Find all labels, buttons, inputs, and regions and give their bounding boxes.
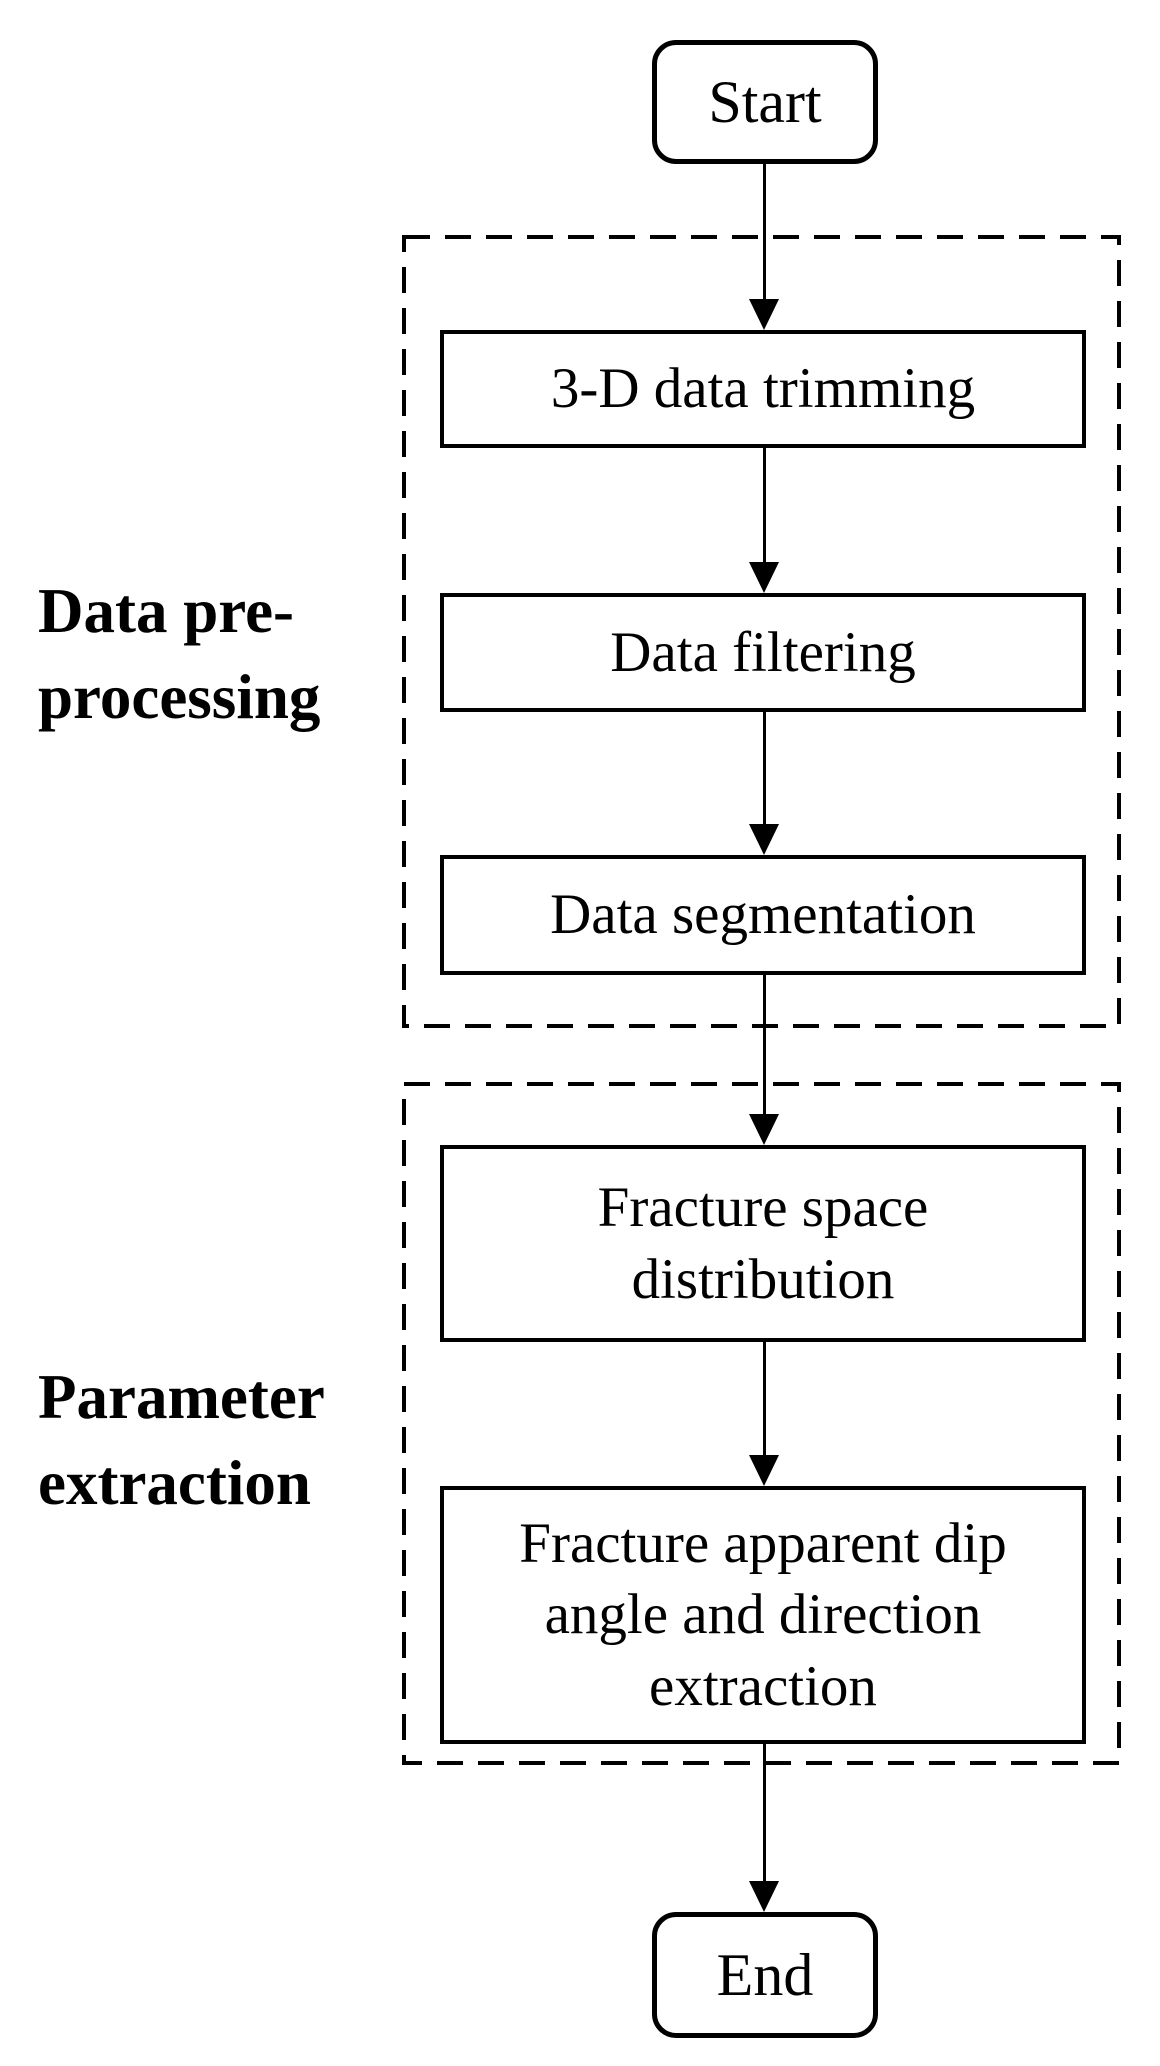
process-box-data-segmentation: Data segmentation [440,855,1086,975]
arrow-shaft [762,712,766,824]
group-frame-data-preprocessing [402,235,1121,1028]
end-node: End [652,1912,878,2038]
arrow-shaft [762,448,766,562]
arrowhead-down-icon [749,1114,779,1145]
arrow-dip-extraction-to-end [749,1744,779,1912]
dashed-border [402,235,1121,1028]
process-box-3d-data-trimming: 3-D data trimming [440,330,1086,448]
arrowhead-down-icon [749,562,779,593]
process-box-fracture-space-distribution: Fracture space distribution [440,1145,1086,1342]
arrowhead-down-icon [749,824,779,855]
group-label-data-preprocessing: Data pre- processing [38,576,321,733]
process-box-fracture-dip-extraction: Fracture apparent dip angle and directio… [440,1486,1086,1744]
arrow-start-to-trimming [749,164,779,330]
arrow-filtering-to-segmentation [749,712,779,855]
arrow-shaft [762,164,766,299]
arrow-trimming-to-filtering [749,448,779,593]
start-node: Start [652,40,878,164]
arrow-shaft [762,975,766,1114]
arrowhead-down-icon [749,299,779,330]
group-label-parameter-extraction: Parameter extraction [38,1362,325,1519]
process-box-data-filtering: Data filtering [440,593,1086,712]
arrow-segmentation-to-space-distribution [749,975,779,1145]
arrow-shaft [762,1342,766,1455]
arrow-shaft [762,1744,766,1881]
arrowhead-down-icon [749,1455,779,1486]
arrow-space-distribution-to-dip-extraction [749,1342,779,1486]
arrowhead-down-icon [749,1881,779,1912]
